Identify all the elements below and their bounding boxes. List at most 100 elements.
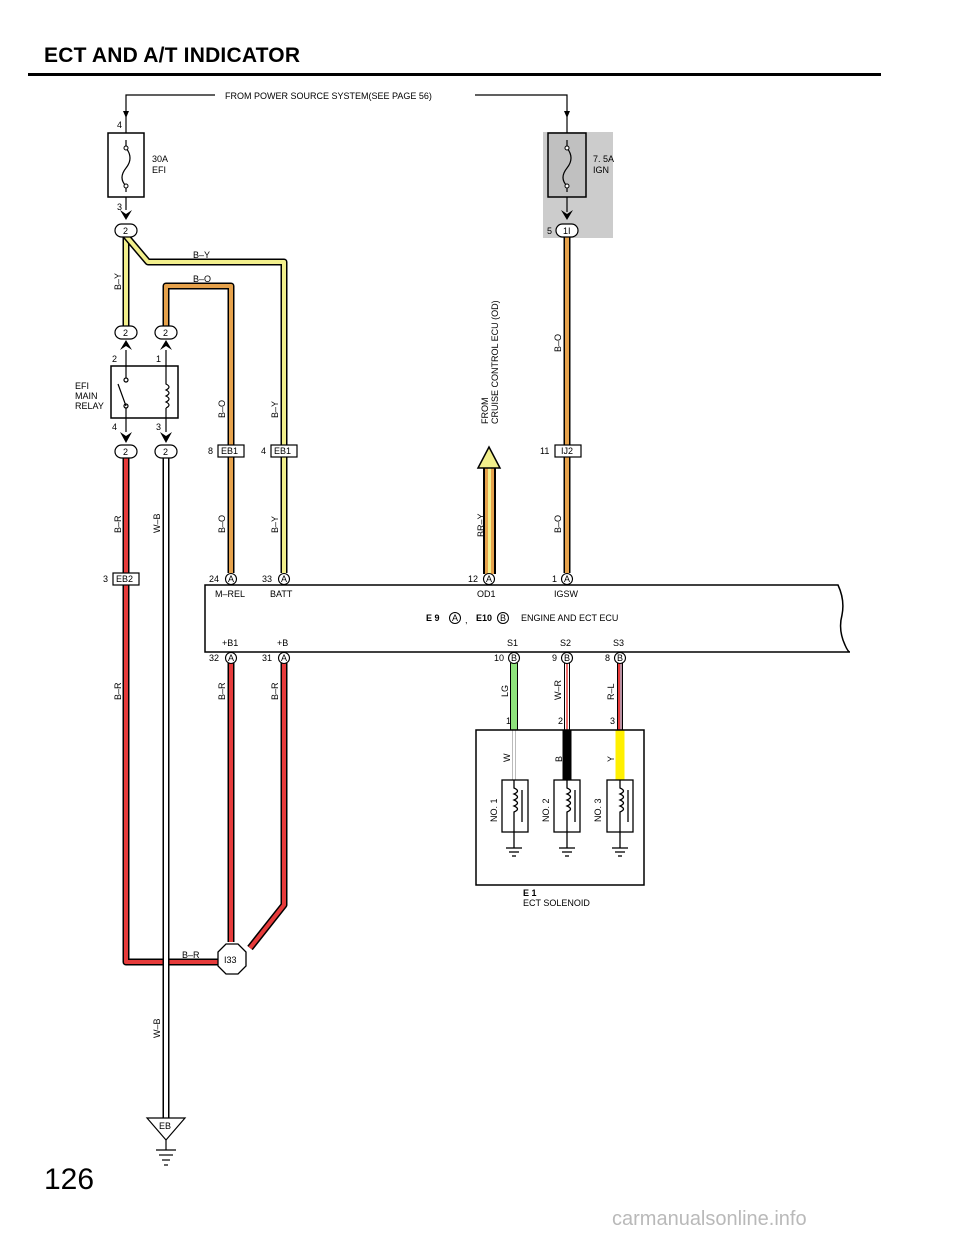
solenoid-code: E 1 (523, 888, 537, 898)
power-source-label: FROM POWER SOURCE SYSTEM(SEE PAGE 56) (225, 91, 432, 101)
efi-fuse-name: EFI (152, 165, 166, 175)
efi-fuse (107, 118, 145, 210)
ecu-bottom-pin-label-3: S2 (560, 638, 571, 648)
ecu-bottom-pin-conn-4: B (617, 653, 623, 663)
ecu-bottom-pin-label-0: +B1 (222, 638, 238, 648)
solenoid-name: ECT SOLENOID (523, 898, 590, 908)
relay-bottom-right-connector: 2 (163, 447, 168, 457)
wire-label-b-y-3: B–Y (270, 516, 280, 533)
ecu-bottom-pin-label-1: +B (277, 638, 288, 648)
relay-pin-bottom-right: 3 (156, 422, 161, 432)
relay-top-right-connector: 2 (163, 328, 168, 338)
ign-fuse-rating: 7. 5A (593, 154, 614, 164)
wire-label-w-r: W–R (553, 680, 563, 701)
ecu-top-pin-label-3: IGSW (554, 589, 579, 599)
ecu-bottom-pin-num-0: 32 (209, 653, 219, 663)
ecu-bottom-pin-num-4: 8 (605, 653, 610, 663)
ecu-top-pin-conn-2: A (486, 574, 492, 584)
eb1-left-pin: 8 (208, 446, 213, 456)
connector-ovals (114, 223, 579, 459)
eb1-left-name: EB1 (221, 446, 238, 456)
coil-label-3: NO. 3 (593, 798, 603, 822)
relay-pin-top-left: 2 (112, 354, 117, 364)
wire-label-b-o-2: B–O (217, 400, 227, 418)
solenoid-pin-2: 2 (558, 716, 563, 726)
wire-label-b-r-1: B–R (113, 515, 123, 533)
wire-label-b-y-top: B–Y (193, 250, 210, 260)
cruise-from-line-2: CRUISE CONTROL ECU (OD) (490, 300, 500, 424)
efi-main-relay (110, 350, 179, 432)
ecu-bottom-pin-conn-0: A (228, 653, 234, 663)
ecu-bottom-pin-conn-1: A (281, 653, 287, 663)
ecu-bottom-pin-label-4: S3 (613, 638, 624, 648)
ecu-e9-label: E 9 (426, 613, 440, 623)
wire-label-b-r-bottom: B–R (182, 950, 200, 960)
ecu-bottom-pin-conn-3: B (564, 653, 570, 663)
power-source-line (125, 94, 568, 118)
ecu-top-pin-circles (224, 572, 574, 586)
ecu-bottom-pin-circles (224, 651, 627, 665)
ecu-top-pin-label-1: BATT (270, 589, 293, 599)
ij2-name: IJ2 (561, 446, 573, 456)
coil-label-1: NO. 1 (489, 798, 499, 822)
relay-pin-bottom-left: 4 (112, 422, 117, 432)
ign-connector-pin: 5 (547, 226, 552, 236)
ecu-bottom-pin-conn-2: B (511, 653, 517, 663)
ecu-top-pin-label-2: OD1 (477, 589, 496, 599)
ecu-top-pin-conn-3: A (564, 574, 570, 584)
relay-name-line-2: MAIN (75, 391, 98, 401)
wires (122, 233, 625, 1118)
eb1-right-name: EB1 (274, 446, 291, 456)
efi-fuse-connector: 2 (123, 226, 128, 236)
junction-boxes (112, 444, 582, 586)
eb2-pin: 3 (103, 574, 108, 584)
relay-name-line-3: RELAY (75, 401, 104, 411)
ecu-top-pin-num-1: 33 (262, 574, 272, 584)
page-number: 126 (44, 1163, 95, 1196)
eb2-name: EB2 (116, 574, 133, 584)
wire-label-b-r-2: B–R (113, 682, 123, 700)
wire-label-b: B (554, 756, 564, 762)
wire-label-b-o-3: B–O (217, 515, 227, 533)
efi-fuse-pin-top: 4 (117, 120, 122, 130)
wire-labels: B–Y B–Y B–O B–O B–Y B–O B–R W–B B–O B–Y … (113, 250, 616, 1038)
wire-label-w-b-1: W–B (152, 513, 162, 533)
ecu-bottom-pin-num-1: 31 (262, 653, 272, 663)
ecu-name: ENGINE AND ECT ECU (521, 613, 618, 623)
eb1-right-pin: 4 (261, 446, 266, 456)
ij2-pin: 11 (540, 446, 549, 456)
wire-label-br-y: BR–Y (476, 513, 486, 537)
wire-label-w: W (502, 753, 512, 762)
wire-label-b-o-top: B–O (193, 274, 211, 284)
cruise-from-line-1: FROM (480, 398, 490, 425)
watermark: carmanualsonline.info (612, 1208, 807, 1230)
ecu-top-pin-conn-1: A (281, 574, 287, 584)
ecu-top-pin-conn-0: A (228, 574, 234, 584)
connector-arrows (120, 210, 573, 443)
ect-solenoid-box (475, 729, 645, 886)
ecu-bottom-pin-label-2: S1 (507, 638, 518, 648)
ecu-bottom-pin-num-2: 10 (494, 653, 504, 663)
wire-label-b-r-3: B–R (217, 682, 227, 700)
wire-label-b-o-ign: B–O (553, 334, 563, 352)
ecu-box (204, 584, 851, 653)
ecu-comma: , (465, 615, 468, 625)
solenoid-pin-1: 1 (506, 716, 511, 726)
relay-bottom-left-connector: 2 (123, 447, 128, 457)
wire-label-lg: LG (500, 685, 510, 697)
ecu-top-pin-label-0: M–REL (215, 589, 245, 599)
wire-label-y: Y (606, 756, 616, 762)
wire-label-w-b-2: W–B (152, 1018, 162, 1038)
ground-eb-label: EB (159, 1121, 171, 1131)
wire-label-b-r-4: B–R (270, 682, 280, 700)
i33-junction (217, 943, 247, 975)
ecu-e9-conn: A (452, 613, 458, 623)
ecu-top-pin-num-0: 24 (209, 574, 219, 584)
relay-name-line-1: EFI (75, 381, 89, 391)
ecu-bottom-pin-num-3: 9 (552, 653, 557, 663)
efi-fuse-rating: 30A (152, 154, 168, 164)
page-title: ECT AND A/T INDICATOR (44, 44, 301, 67)
coil-label-2: NO. 2 (541, 798, 551, 822)
ecu-e10-label: E10 (476, 613, 492, 623)
